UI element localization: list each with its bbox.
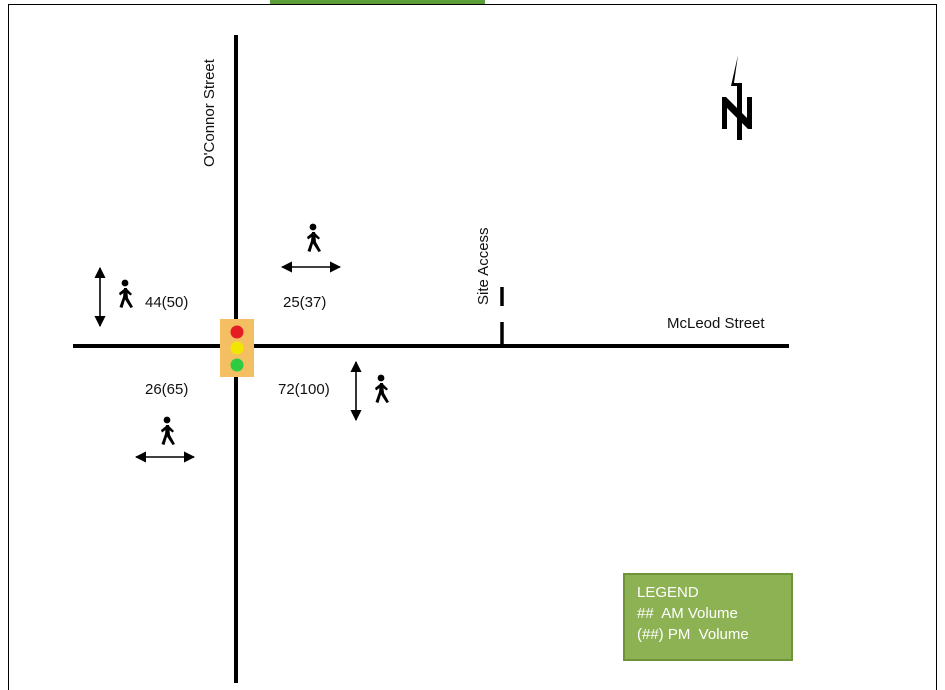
south-leg-crossing: 26(65) <box>134 381 196 463</box>
east-leg-volume: 72(100) <box>278 381 330 398</box>
legend-box: LEGEND ## AM Volume (##) PM Volume <box>623 573 793 661</box>
west-leg-crossing: 44(50) <box>94 266 188 328</box>
figure-frame <box>8 4 937 690</box>
title-remnant <box>270 0 485 4</box>
legend-title: LEGEND <box>637 584 699 601</box>
legend-am-entry: ## AM Volume <box>637 605 738 622</box>
south-leg-volume: 26(65) <box>145 381 188 398</box>
pedestrian-icon <box>161 416 175 445</box>
site-access-label: Site Access <box>475 227 492 305</box>
pedestrian-icon <box>375 374 389 403</box>
oconnor-street-label: O'Connor Street <box>201 58 218 167</box>
north-arrow-icon <box>722 55 752 140</box>
north-leg-volume: 25(37) <box>283 294 326 311</box>
mcleod-street-label: McLeod Street <box>667 315 765 332</box>
pedestrian-icon <box>307 223 321 252</box>
pedestrian-icon <box>119 279 133 308</box>
north-leg-crossing: 25(37) <box>280 223 342 311</box>
traffic-signal-icon <box>220 319 254 377</box>
east-leg-crossing: 72(100) <box>278 360 389 422</box>
west-leg-volume: 44(50) <box>145 294 188 311</box>
legend-pm-entry: (##) PM Volume <box>637 626 749 643</box>
